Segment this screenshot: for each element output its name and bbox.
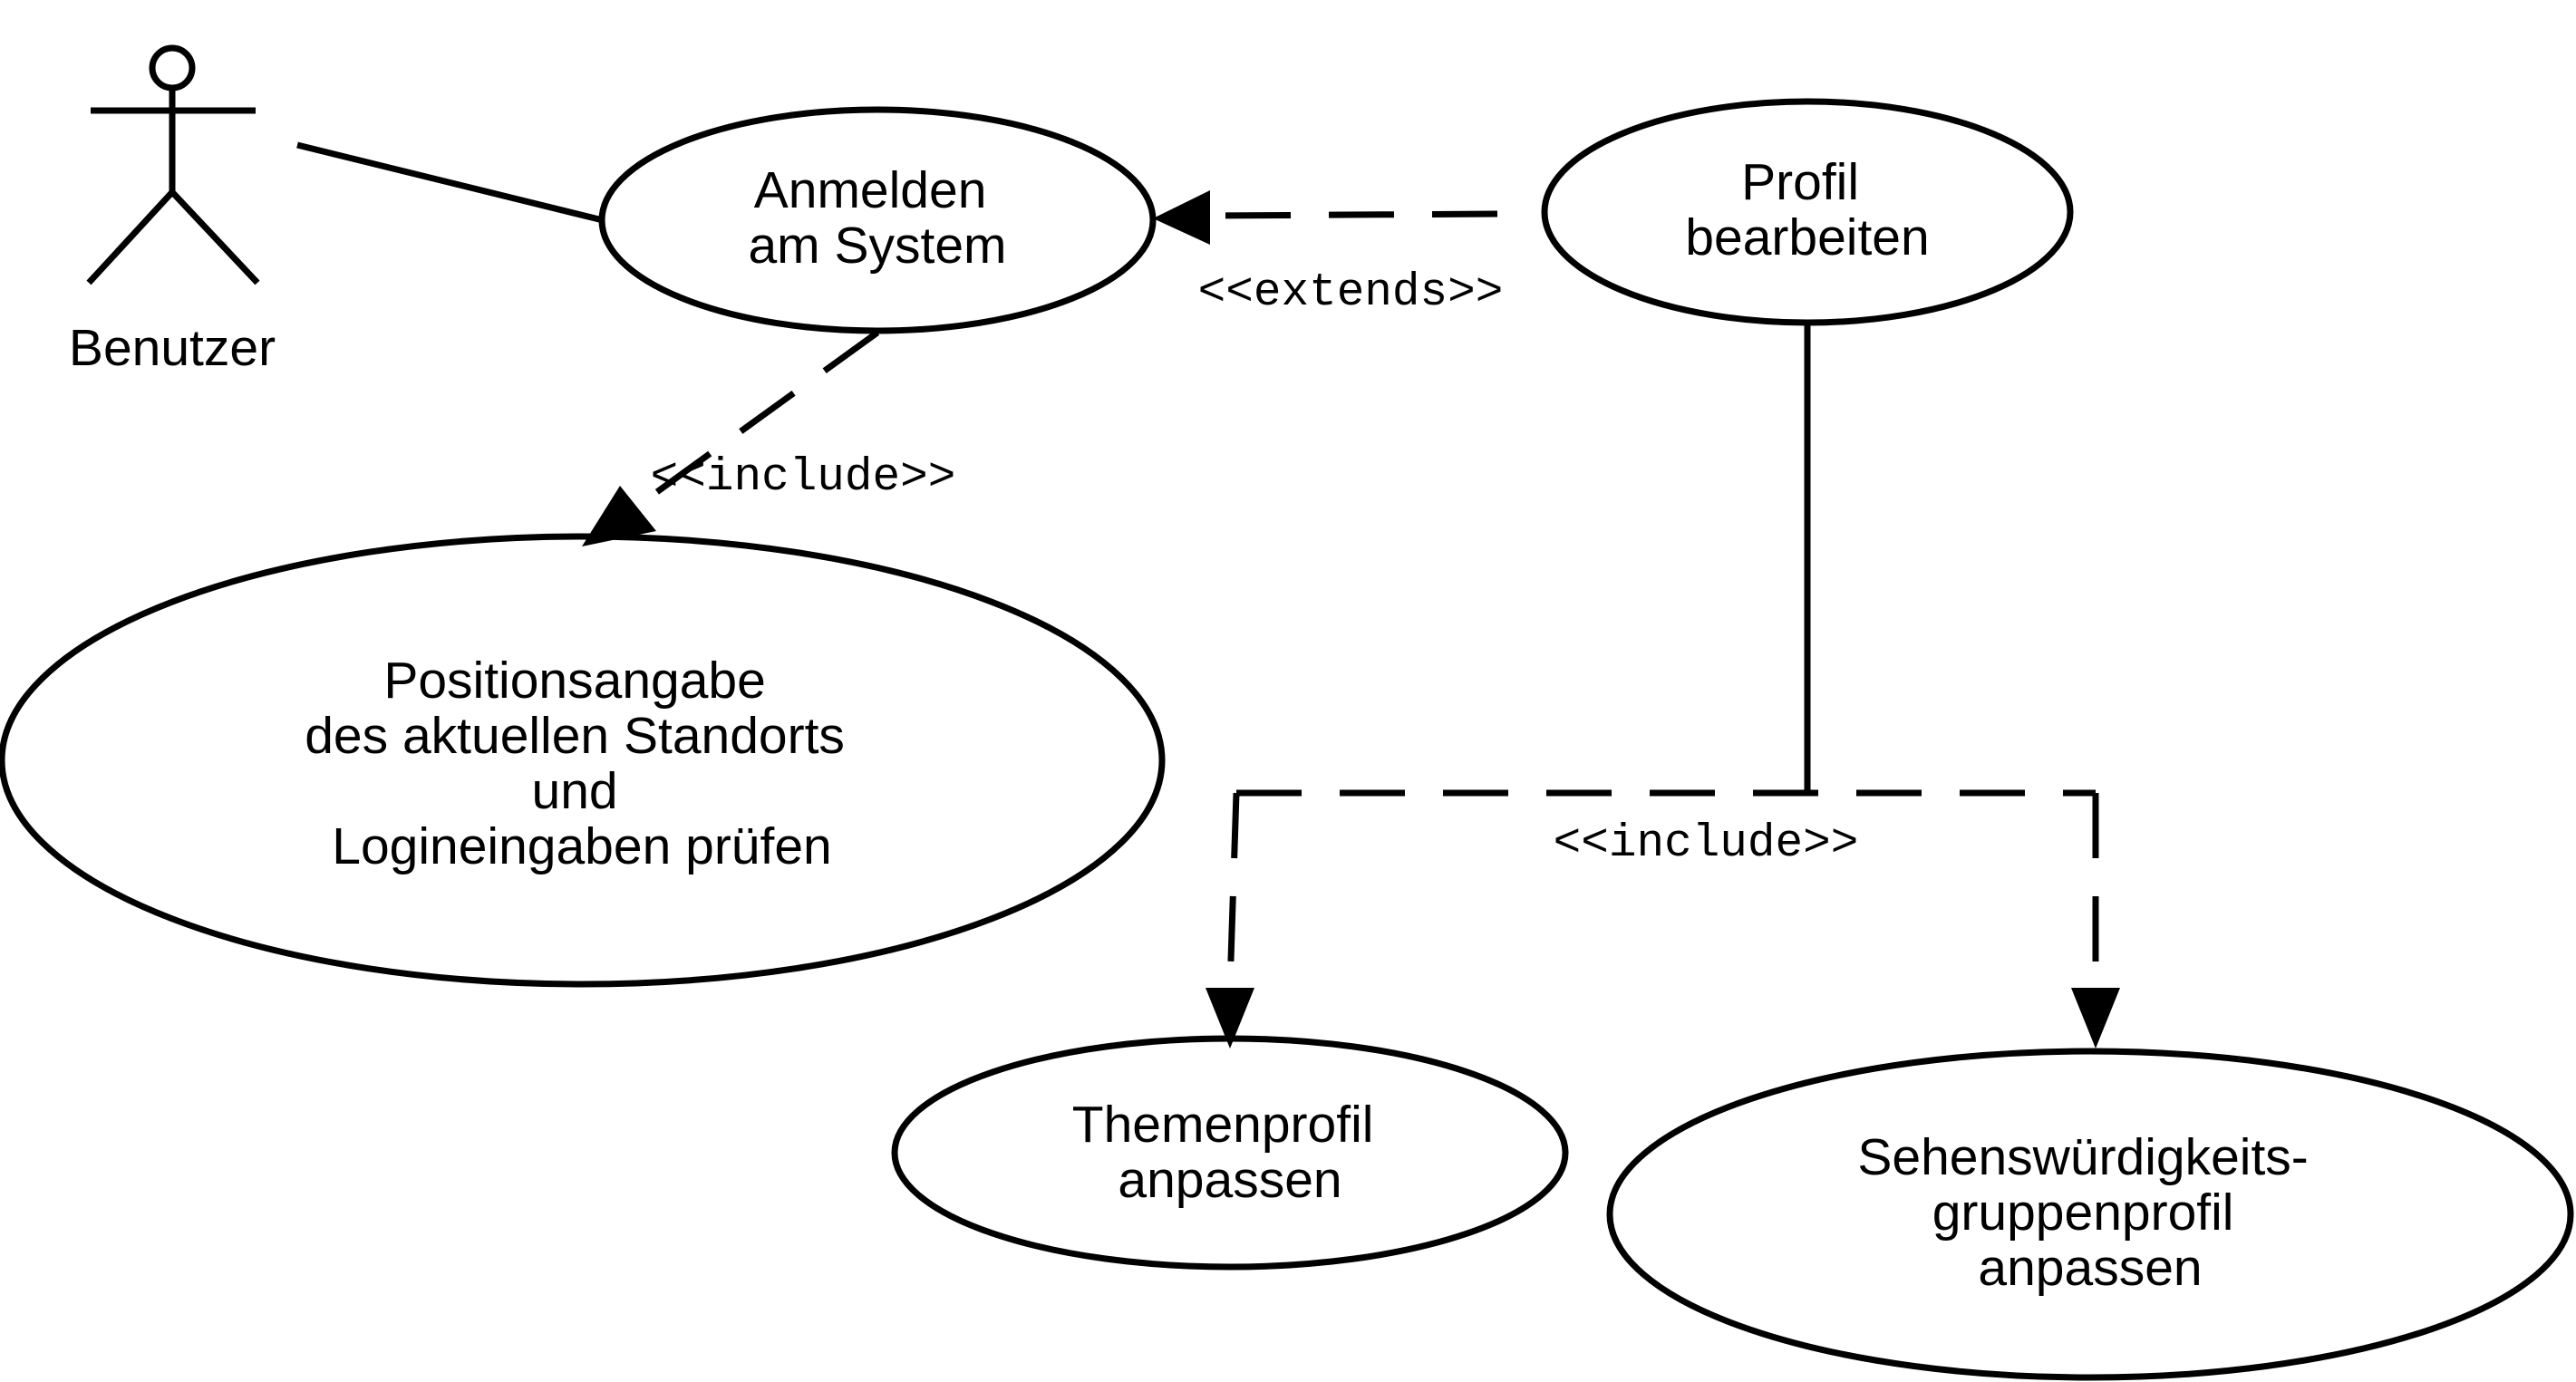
stick-figure-icon [86,44,260,285]
use-case-themen-line-2: anpassen [1118,1151,1341,1209]
use-case-profil-line-2: bearbeiten [1685,208,1929,266]
use-case-sehens-line-3: anpassen [1978,1239,2202,1297]
use-case-sehens[interactable]: Sehenswürdigkeits- gruppenprofil anpasse… [1606,1048,2574,1381]
include-label-right: <<include>> [1554,818,1859,870]
use-case-profil-line-1: Profil [1741,153,1859,211]
include-label-left: <<include>> [651,452,956,504]
svg-text:Positionsangabe des aktu: Positionsangabe des aktuellen Standorts … [305,652,859,875]
use-case-position-line-4: Logineingaben prüfen [332,817,832,875]
use-case-sehens-line-1: Sehenswürdigkeits- [1857,1128,2308,1186]
arrowhead-icon [1206,988,1254,1049]
arrowhead-icon [2071,988,2120,1049]
arrowhead-icon [1153,190,1210,245]
svg-text:Themenprofil anpassen: Themenprofil anpassen [1072,1096,1389,1209]
extends-relation: <<extends>> [1153,190,1503,319]
use-case-position-line-2: des aktuellen Standorts [305,707,845,765]
actor-label: Benutzer [69,319,276,377]
svg-text:Sehenswürdigkeits- grupp: Sehenswürdigkeits- gruppenprofil anpasse… [1857,1128,2322,1297]
use-case-anmelden[interactable]: Anmelden am System [598,106,1157,334]
use-case-profil[interactable]: Profil bearbeiten [1541,98,2074,326]
svg-text:Anmelden am System: Anmelden am System [748,161,1006,275]
use-case-anmelden-line-2: am System [748,217,1006,275]
use-case-themen-line-1: Themenprofil [1072,1096,1374,1154]
include-relation-right: <<include>> [1206,324,2120,1049]
association-line [296,141,604,224]
svg-text:Profil bearbeiten: Profil bearbeiten [1685,153,1929,266]
actor-benutzer[interactable]: Benutzer [69,44,276,377]
use-case-anmelden-line-1: Anmelden [754,161,987,219]
use-case-sehens-line-2: gruppenprofil [1932,1184,2234,1242]
extends-label: <<extends>> [1198,267,1504,319]
include-relation-left: <<include>> [582,330,956,546]
arrowhead-icon [582,486,656,546]
use-case-position[interactable]: Positionsangabe des aktuellen Standorts … [0,533,1166,988]
use-case-themen[interactable]: Themenprofil anpassen [891,1035,1569,1271]
use-case-position-line-1: Positionsangabe [383,652,766,710]
use-case-position-line-3: und [532,762,618,820]
